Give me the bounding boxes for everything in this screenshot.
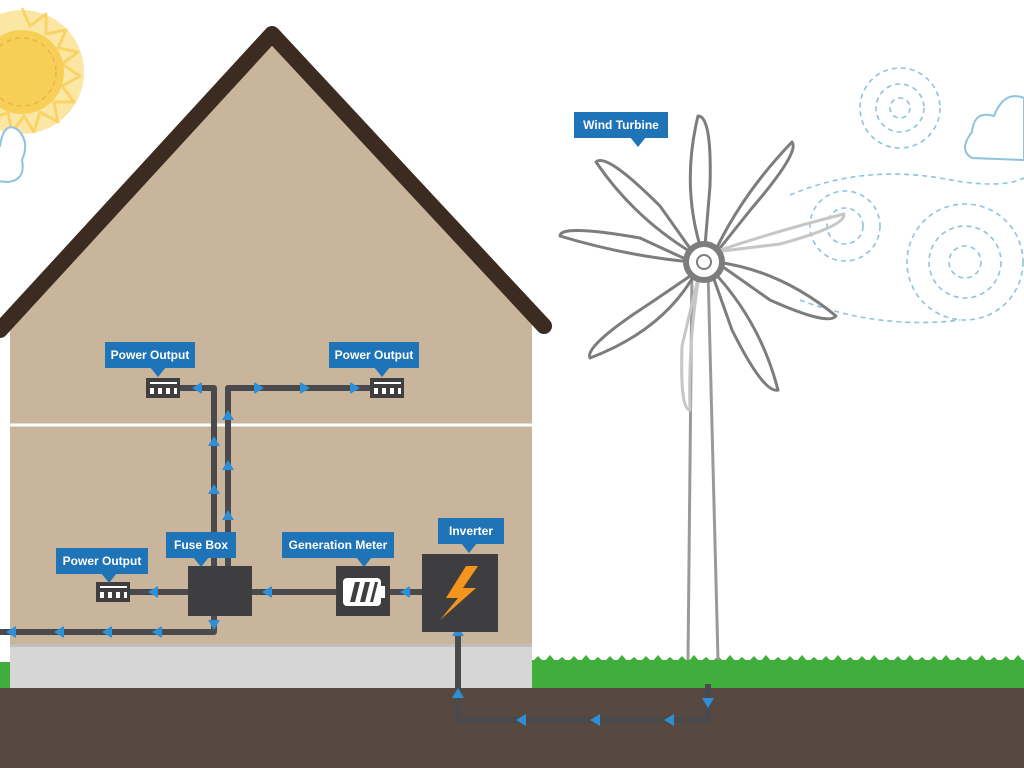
cloud-icon xyxy=(964,95,1024,162)
wind-swirl-icon xyxy=(789,67,1024,324)
wind-turbine-icon xyxy=(558,114,846,661)
label-power-output-bottom-left: Power Output xyxy=(56,548,148,583)
outlet-icon xyxy=(370,378,404,398)
label-generation-meter: Generation Meter xyxy=(282,532,394,567)
svg-text:Power Output: Power Output xyxy=(111,348,190,362)
flow-arrows xyxy=(6,382,714,726)
battery-icon xyxy=(343,578,385,606)
label-fuse-box: Fuse Box xyxy=(166,532,236,567)
svg-text:Inverter: Inverter xyxy=(449,524,493,538)
house-foundation xyxy=(10,646,532,688)
ground xyxy=(0,686,1024,768)
svg-text:Generation Meter: Generation Meter xyxy=(289,538,388,552)
inverter xyxy=(422,554,498,632)
outlet-icon xyxy=(146,378,180,398)
outlet-icon xyxy=(96,582,130,602)
grass xyxy=(0,655,1024,688)
label-power-output-top-right: Power Output xyxy=(329,342,419,377)
lightning-bolt-icon xyxy=(440,566,478,620)
sun-icon xyxy=(0,7,84,134)
label-power-output-top-left: Power Output xyxy=(105,342,195,377)
house xyxy=(10,42,532,688)
label-wind-turbine: Wind Turbine xyxy=(574,112,668,147)
label-inverter: Inverter xyxy=(438,518,504,553)
svg-text:Wind Turbine: Wind Turbine xyxy=(583,118,659,132)
svg-text:Power Output: Power Output xyxy=(63,554,142,568)
svg-text:Fuse Box: Fuse Box xyxy=(174,538,228,552)
fuse-box xyxy=(188,566,252,616)
cloud-icon xyxy=(0,126,27,184)
roof xyxy=(0,26,552,338)
generation-meter xyxy=(336,566,390,616)
svg-text:Power Output: Power Output xyxy=(335,348,414,362)
